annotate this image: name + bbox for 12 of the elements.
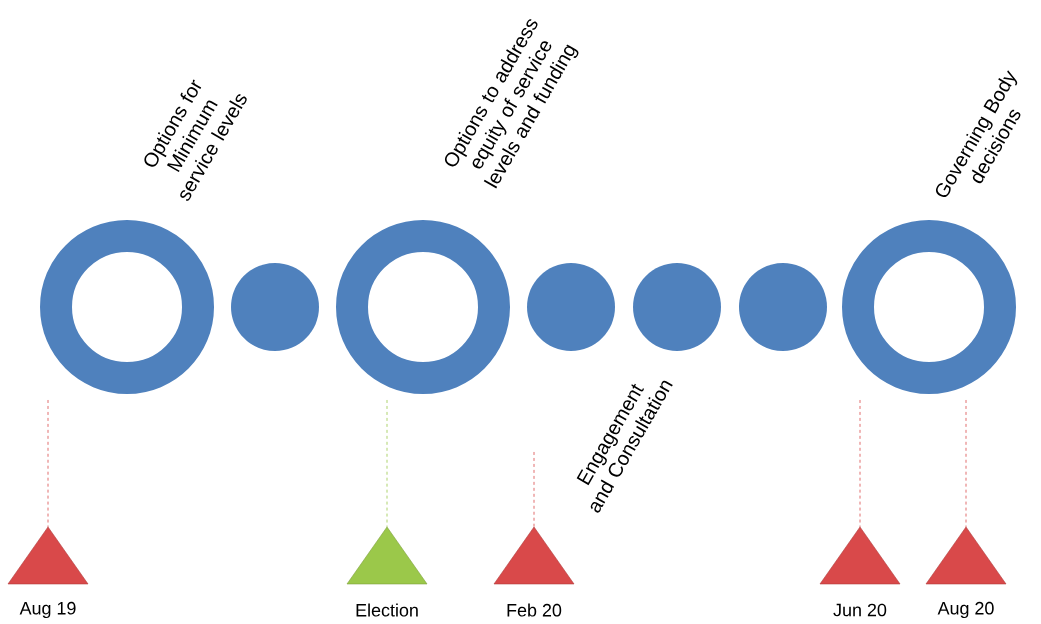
- dot-marker: [527, 263, 615, 351]
- date-label: Aug 20: [937, 601, 994, 619]
- ring-marker: [40, 220, 214, 394]
- dot-marker: [633, 263, 721, 351]
- dot-marker: [231, 263, 319, 351]
- dot-marker: [739, 263, 827, 351]
- ring-marker: [842, 220, 1016, 394]
- date-label: Election: [356, 603, 418, 617]
- date-label: Feb 20: [507, 603, 562, 617]
- date-label: Jun 20: [833, 603, 887, 617]
- ring-marker: [336, 220, 510, 394]
- date-label: Aug 19: [19, 601, 76, 619]
